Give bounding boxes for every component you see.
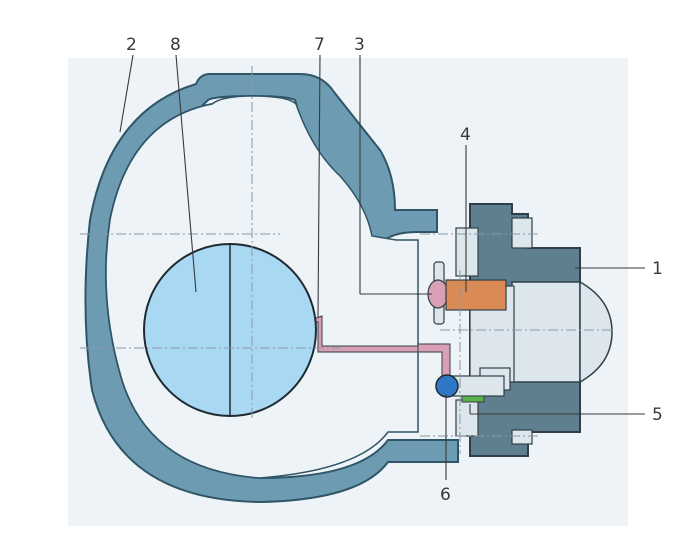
leader-8 [175, 54, 197, 293]
callout-5: 5 [652, 405, 663, 425]
air-vent-dome [579, 280, 613, 384]
flange-right-bottom [511, 429, 533, 445]
cover-bolt-bottom [455, 399, 479, 437]
callout-4: 4 [460, 125, 471, 145]
valve-seat-gasket [461, 395, 485, 403]
valve-ball [435, 374, 459, 398]
air-vent-seat [445, 279, 507, 311]
callout-1: 1 [652, 259, 663, 279]
cover-bolt-top [455, 227, 479, 277]
callout-3: 3 [354, 35, 365, 55]
centerlines [80, 66, 612, 454]
callout-7: 7 [314, 35, 325, 55]
callout-6: 6 [440, 485, 451, 505]
leader-lines [119, 54, 645, 480]
leader-7 [317, 54, 321, 319]
callout-2: 2 [126, 35, 137, 55]
flange-right-top [511, 217, 533, 249]
callout-8: 8 [170, 35, 181, 55]
cover-inner-chamber [511, 281, 581, 383]
leader-2 [119, 54, 134, 133]
